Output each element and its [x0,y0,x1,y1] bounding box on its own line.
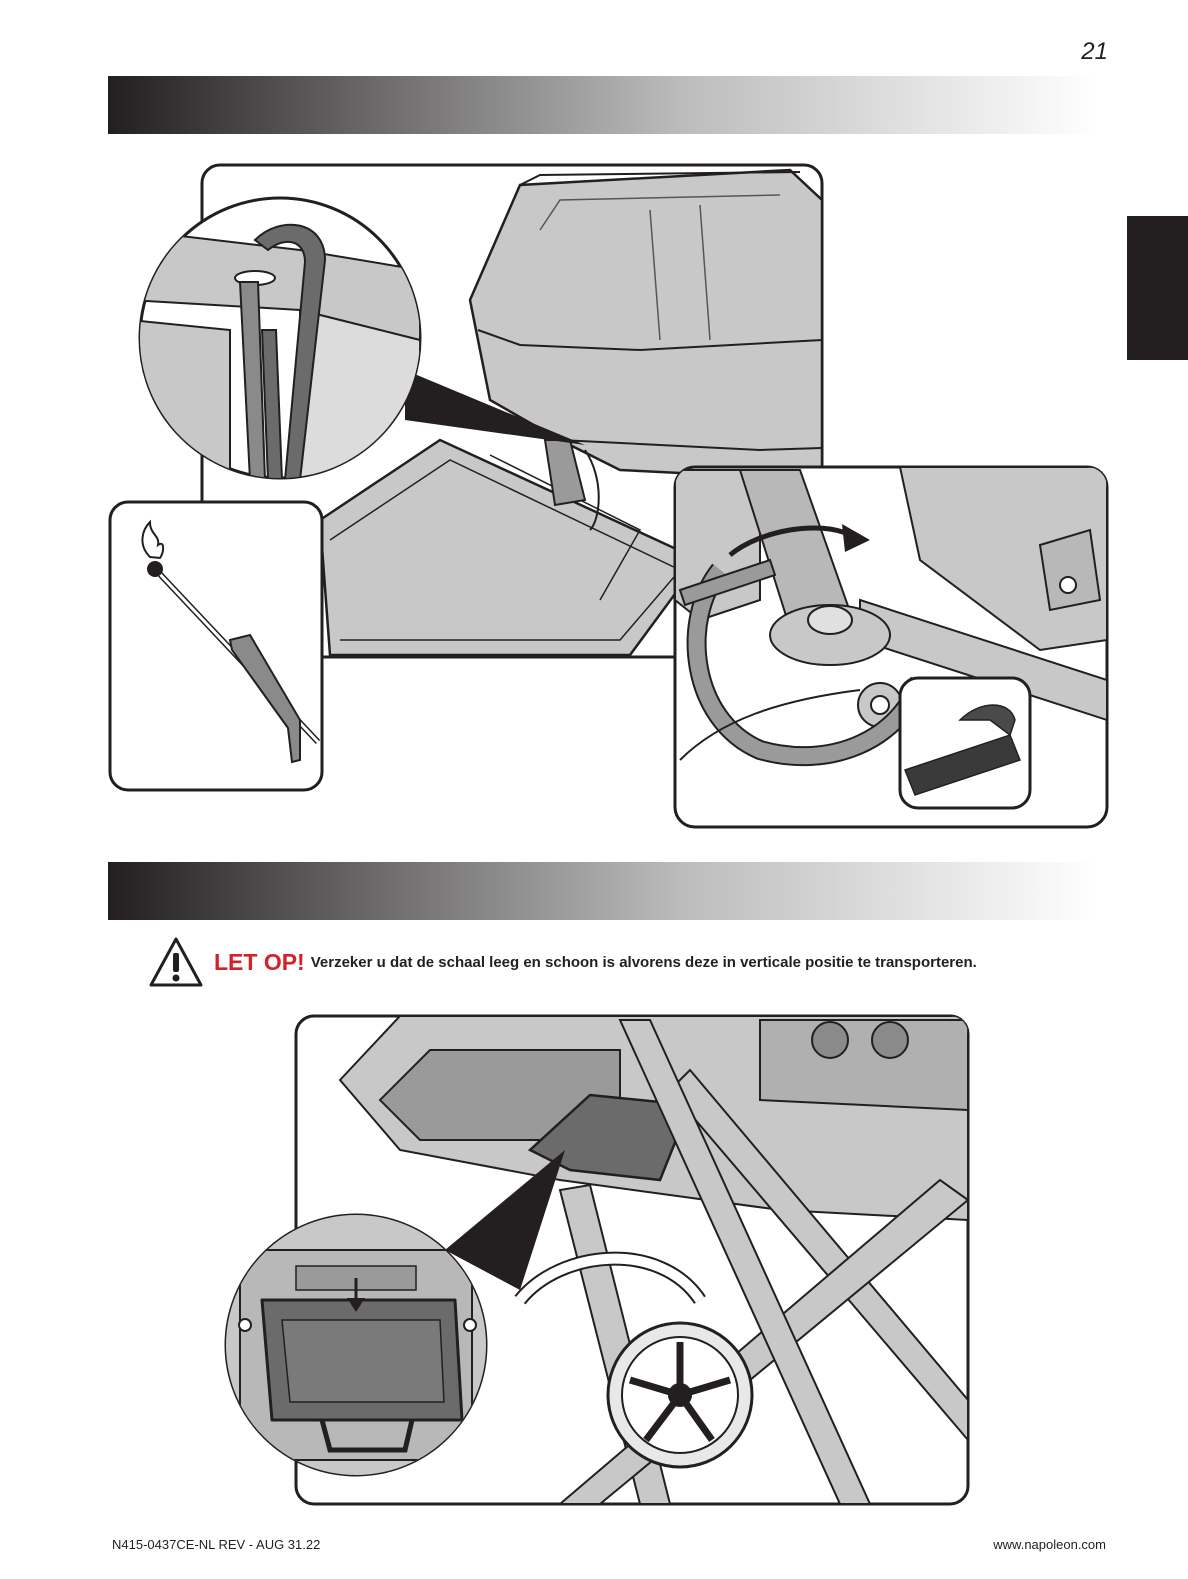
warning-triangle-icon [148,936,204,988]
tray-detail-circle [226,1215,486,1475]
website-link[interactable]: www.napoleon.com [993,1537,1106,1552]
match-holder-figure [110,502,322,790]
warning-text: Verzeker u dat de schaal leeg en schoon … [311,954,977,971]
tank-strap-figure [675,467,1107,827]
warning-notice: LET OP! Verzeker u dat de schaal leeg en… [148,934,1128,990]
section-header-band [108,862,1098,920]
hook-detail-circle [130,198,420,480]
warning-title: LET OP! [214,949,305,976]
document-code: N415-0437CE-NL REV - AUG 31.22 [112,1537,320,1552]
